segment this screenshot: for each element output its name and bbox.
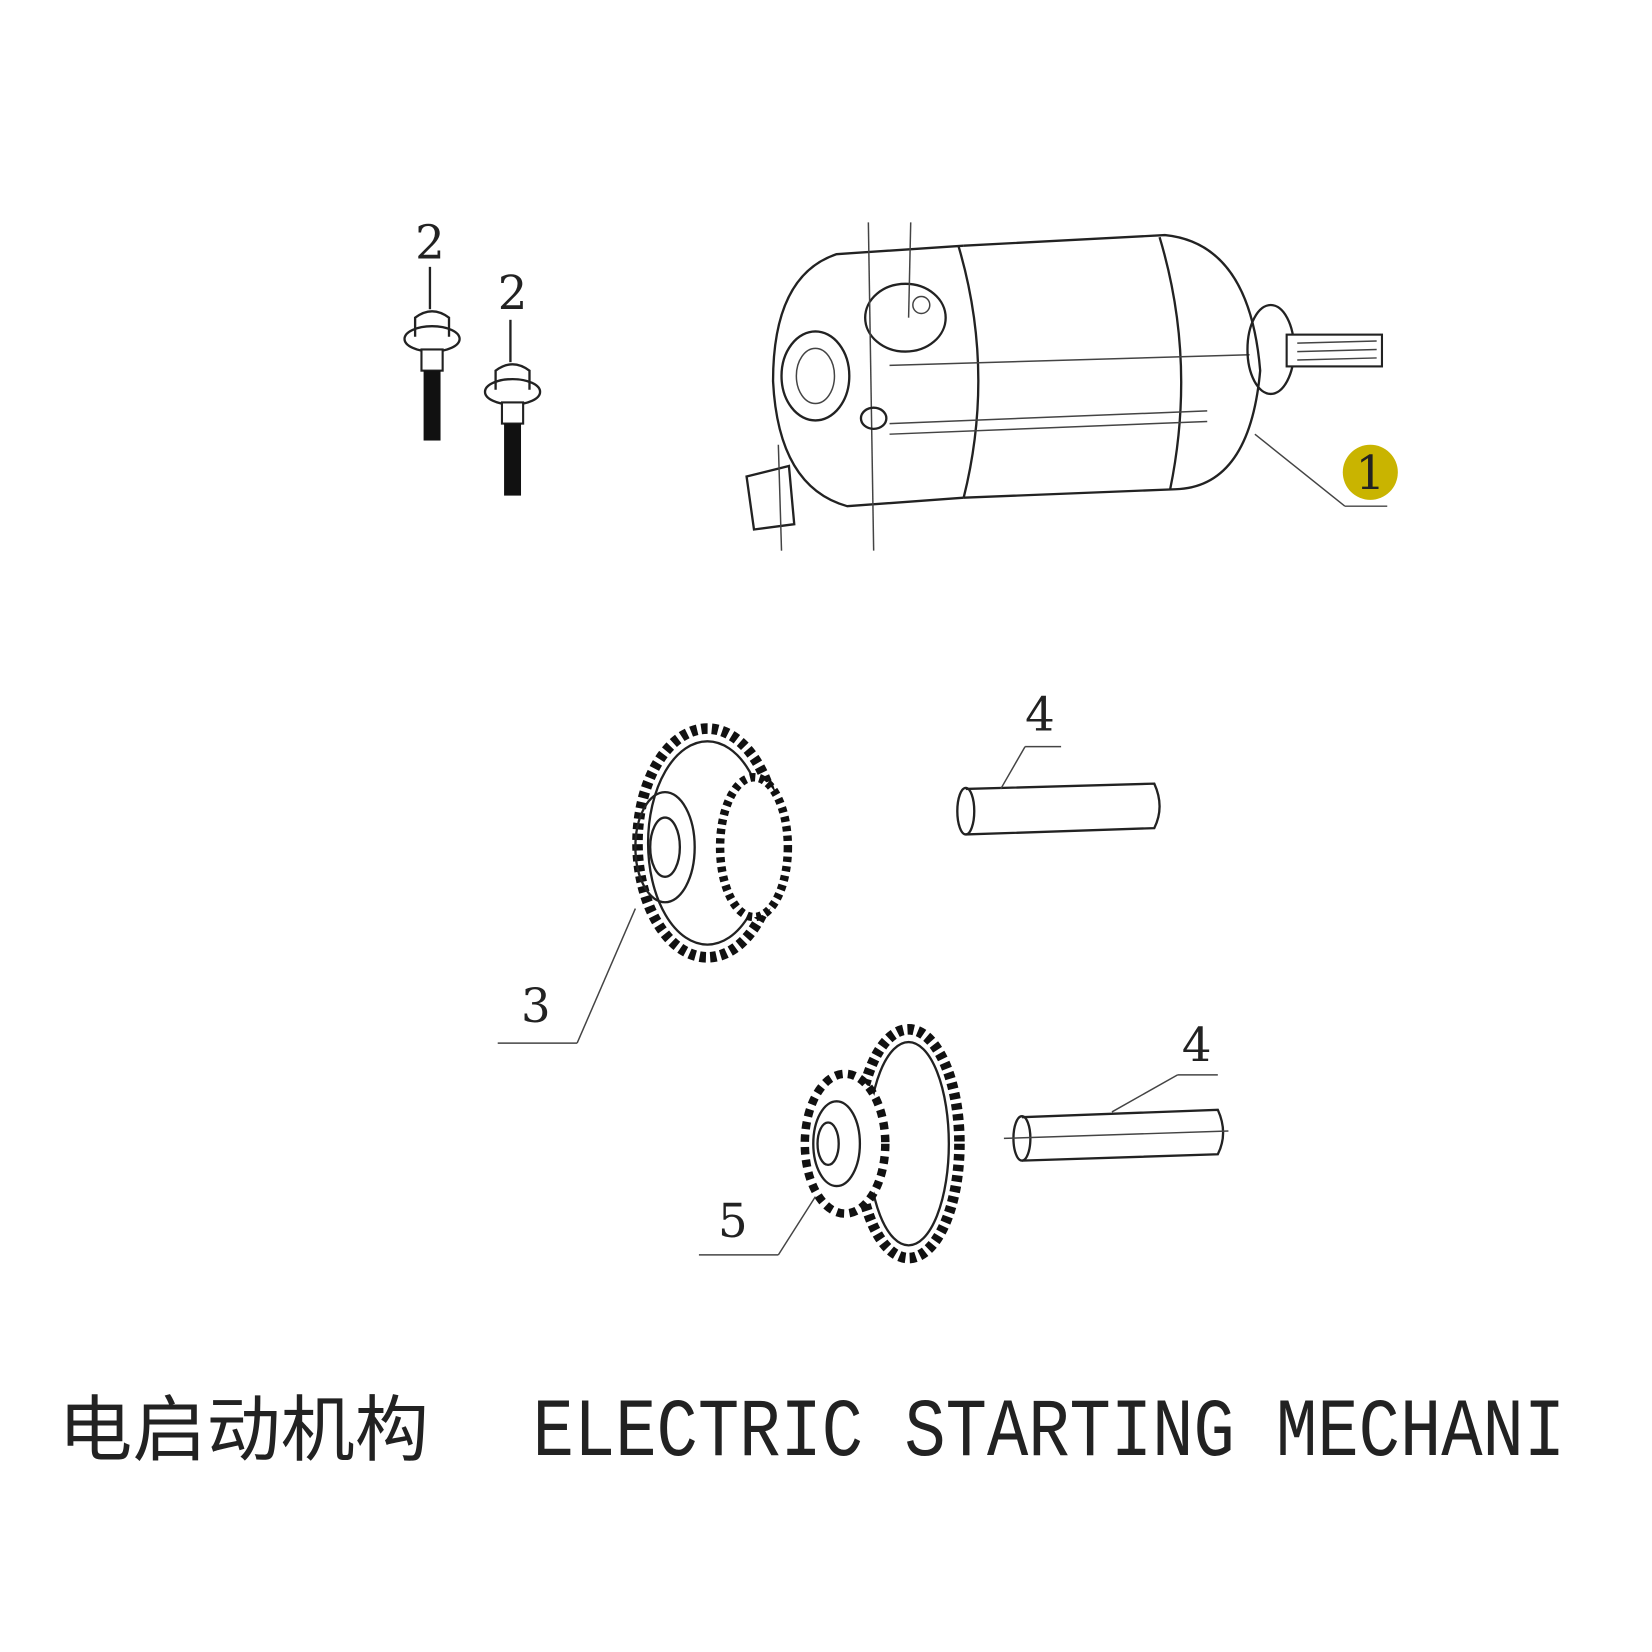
callout-4a: 4 <box>1025 688 1055 742</box>
reduction-gear[interactable] <box>632 723 793 963</box>
callout-5: 5 <box>718 1194 748 1248</box>
starter-motor[interactable] <box>745 222 1388 551</box>
callout-2b: 2 <box>498 266 528 320</box>
idle-gear[interactable] <box>800 1024 965 1264</box>
callout-1-highlight[interactable]: 1 <box>1342 444 1398 500</box>
callout-2a: 2 <box>415 215 445 269</box>
title-english: ELECTRIC STARTING MECHANI <box>533 1386 1566 1480</box>
bolt-1[interactable] <box>403 266 461 441</box>
shaft-pin-1[interactable] <box>956 782 1161 836</box>
highlight-circle <box>1342 444 1398 500</box>
callout-3: 3 <box>521 979 551 1033</box>
title-chinese: 电启动机构 <box>58 1388 429 1472</box>
shaft-pin-2[interactable] <box>1003 1108 1229 1162</box>
bolt-2[interactable] <box>483 319 542 496</box>
callout-1: 1 <box>1355 446 1385 500</box>
callout-4b: 4 <box>1182 1018 1212 1072</box>
